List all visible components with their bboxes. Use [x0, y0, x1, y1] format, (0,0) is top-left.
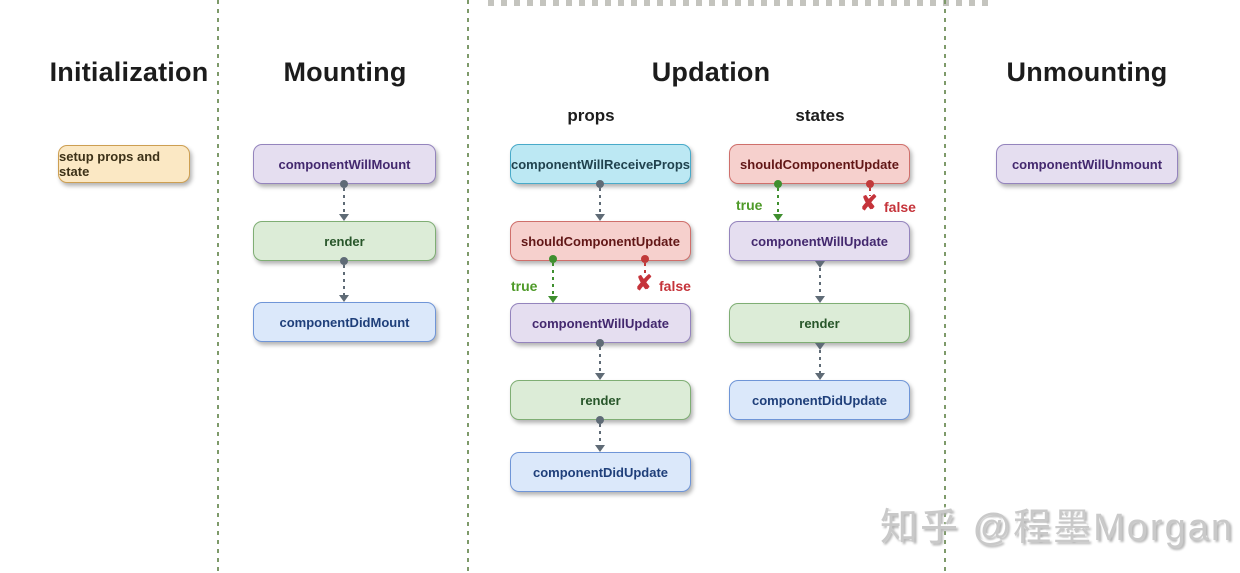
node-label: componentDidUpdate: [751, 392, 888, 408]
column-divider-2: [467, 0, 469, 573]
node-component-will-update-props: componentWillUpdate: [510, 303, 691, 343]
arrowhead-down-icon: [548, 296, 558, 303]
connector-dashed-line: [819, 350, 821, 373]
branch-false-dashed-line: [869, 188, 871, 196]
arrowhead-down-icon: [339, 214, 349, 221]
arrowhead-down-icon: [339, 295, 349, 302]
node-render-mounting: render: [253, 221, 436, 261]
arrowhead-down-icon: [595, 214, 605, 221]
connector-start-dot: [596, 416, 604, 424]
node-label: componentDidMount: [279, 314, 410, 330]
node-component-did-mount: componentDidMount: [253, 302, 436, 342]
connector-dashed-line: [343, 188, 345, 214]
branch-false-dashed-line: [644, 263, 646, 276]
node-component-will-update-states: componentWillUpdate: [729, 221, 910, 261]
node-should-component-update-props: shouldComponentUpdate: [510, 221, 691, 261]
connector-start-triangle: [815, 343, 825, 350]
branch-label-true: true: [736, 197, 763, 213]
node-label: setup props and state: [59, 149, 161, 179]
cropped-top-text-artifact: [488, 0, 988, 6]
node-label: componentWillMount: [278, 156, 411, 172]
connector-dashed-line: [599, 424, 601, 445]
node-render-states: render: [729, 303, 910, 343]
connector-dashed-line: [819, 268, 821, 296]
phase-title-updation: Updation: [651, 57, 771, 87]
branch-true-dot: [774, 180, 782, 188]
node-component-will-receive-props: componentWillReceiveProps: [510, 144, 691, 184]
connector-start-dot: [596, 339, 604, 347]
node-label: render: [799, 315, 840, 331]
connector-dashed-line: [343, 265, 345, 295]
branch-true-dot: [549, 255, 557, 263]
node-label: shouldComponentUpdate: [521, 233, 680, 249]
phase-title-mounting: Mounting: [283, 57, 407, 87]
node-label: render: [580, 392, 621, 408]
phase-title-initialization: Initialization: [49, 57, 209, 87]
x-mark-icon: ✘: [860, 192, 878, 215]
connector-dashed-line: [599, 347, 601, 373]
arrowhead-down-icon: [773, 214, 783, 221]
arrowhead-down-icon: [595, 445, 605, 452]
arrowhead-down-icon: [815, 373, 825, 380]
node-render-props: render: [510, 380, 691, 420]
branch-false-dot: [641, 255, 649, 263]
subtitle-states: states: [795, 106, 845, 125]
branch-false-dot: [866, 180, 874, 188]
node-component-did-update-states: componentDidUpdate: [729, 380, 910, 420]
node-label: componentDidUpdate: [532, 464, 669, 480]
node-component-did-update-props: componentDidUpdate: [510, 452, 691, 492]
x-mark-icon: ✘: [635, 272, 653, 295]
node-label: shouldComponentUpdate: [740, 156, 899, 172]
phase-title-unmounting: Unmounting: [1006, 57, 1168, 87]
zhihu-watermark: 知乎 @程墨Morgan: [880, 507, 1234, 549]
node-label: render: [324, 233, 365, 249]
connector-start-dot: [340, 257, 348, 265]
branch-label-false: false: [659, 278, 691, 294]
branch-label-false: false: [884, 199, 916, 215]
connector-start-dot: [340, 180, 348, 188]
arrowhead-down-icon: [595, 373, 605, 380]
subtitle-props: props: [567, 106, 615, 125]
column-divider-3: [944, 0, 946, 573]
node-label: componentWillUnmount: [1011, 156, 1163, 172]
node-setup-props-and-state: setup props and state: [58, 145, 190, 183]
branch-true-dashed-line: [552, 263, 554, 296]
node-label: componentWillReceiveProps: [510, 156, 691, 172]
node-component-will-mount: componentWillMount: [253, 144, 436, 184]
column-divider-1: [217, 0, 219, 573]
node-component-will-unmount: componentWillUnmount: [996, 144, 1178, 184]
node-should-component-update-states: shouldComponentUpdate: [729, 144, 910, 184]
node-label: componentWillUpdate: [750, 233, 889, 249]
connector-start-triangle: [815, 261, 825, 268]
connector-dashed-line: [599, 188, 601, 214]
arrowhead-down-icon: [815, 296, 825, 303]
node-label: componentWillUpdate: [531, 315, 670, 331]
branch-label-true: true: [511, 278, 538, 294]
branch-true-dashed-line: [777, 188, 779, 214]
connector-start-dot: [596, 180, 604, 188]
